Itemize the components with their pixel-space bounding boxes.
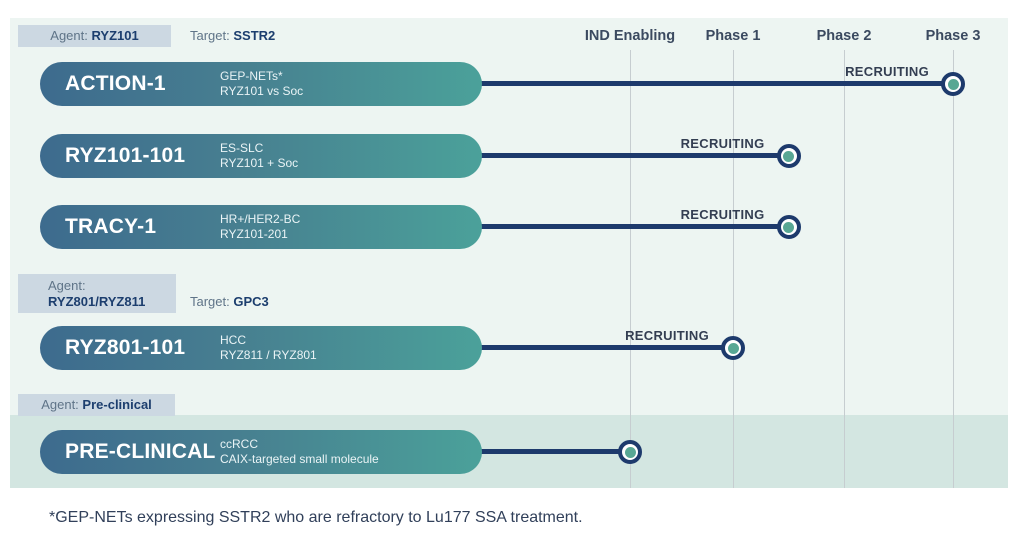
agent-label: Agent:: [41, 397, 79, 412]
gridline-phase-1: [733, 50, 734, 488]
agent-chip-preclinical: Agent: Pre-clinical: [18, 394, 175, 416]
target-label-gpc3: Target: GPC3: [190, 291, 269, 313]
program-name: PRE-CLINICAL: [65, 440, 216, 463]
program-name: ACTION-1: [65, 72, 166, 95]
phase-header-phase-3: Phase 3: [925, 28, 981, 44]
indication: HR+/HER2-BC: [220, 212, 301, 226]
program-pill: RYZ801-101 HCC RYZ811 / RYZ801: [40, 326, 482, 370]
marker-dot: [783, 221, 794, 233]
progress-marker: [941, 72, 965, 96]
agent-label: Agent:: [50, 28, 88, 43]
progress-marker: [721, 336, 745, 360]
gridline-phase-2: [844, 50, 845, 488]
program-detail: RYZ101-201: [220, 227, 288, 241]
program-name: TRACY-1: [65, 215, 157, 238]
target-label: Target:: [190, 294, 230, 309]
gridline-ind-enabling: [630, 50, 631, 488]
indication: ccRCC: [220, 437, 258, 451]
pipeline-row-ryz801-101: RYZ801-101 HCC RYZ811 / RYZ801 RECRUITIN…: [0, 326, 1018, 370]
marker-dot: [727, 342, 739, 354]
program-detail: RYZ811 / RYZ801: [220, 348, 317, 362]
phase-header-phase-1: Phase 1: [705, 28, 761, 44]
progress-marker: [776, 215, 801, 239]
marker-dot: [624, 446, 636, 458]
progress-line: [478, 81, 953, 86]
indication: HCC: [220, 333, 246, 347]
pipeline-row-tracy-1: TRACY-1 HR+/HER2-BC RYZ101-201 RECRUITIN…: [0, 205, 1018, 249]
pipeline-row-action-1: ACTION-1 GEP-NETs* RYZ101 vs Soc RECRUIT…: [0, 62, 1018, 106]
target-label: Target:: [190, 28, 230, 43]
progress-marker: [618, 440, 642, 464]
indication: GEP-NETs*: [220, 69, 283, 83]
gridline-phase-3: [953, 50, 954, 488]
target-label-sstr2: Target: SSTR2: [190, 25, 275, 47]
agent-value: RYZ801/RYZ811: [48, 294, 146, 309]
program-pill: ACTION-1 GEP-NETs* RYZ101 vs Soc: [40, 62, 482, 106]
program-detail: CAIX-targeted small molecule: [220, 452, 379, 466]
progress-marker: [776, 144, 801, 168]
agent-value: RYZ101: [91, 28, 139, 43]
status-label: RECRUITING: [845, 64, 929, 79]
agent-label: Agent:: [48, 278, 86, 293]
pipeline-row-pre-clinical: PRE-CLINICAL ccRCC CAIX-targeted small m…: [0, 430, 1018, 474]
marker-dot: [947, 78, 959, 90]
indication: ES-SLC: [220, 141, 264, 155]
agent-chip-ryz101: Agent: RYZ101: [18, 25, 171, 47]
program-name: RYZ801-101: [65, 336, 186, 359]
program-pill: PRE-CLINICAL ccRCC CAIX-targeted small m…: [40, 430, 482, 474]
program-detail: RYZ101 + Soc: [220, 156, 299, 170]
target-value: GPC3: [233, 294, 269, 309]
progress-line: [478, 224, 789, 229]
target-value: SSTR2: [233, 28, 276, 43]
status-label: RECRUITING: [680, 136, 765, 151]
program-pill: TRACY-1 HR+/HER2-BC RYZ101-201: [40, 205, 482, 249]
phase-header-phase-2: Phase 2: [816, 28, 872, 44]
progress-line: [478, 449, 630, 454]
program-name: RYZ101-101: [65, 144, 186, 167]
status-label: RECRUITING: [680, 207, 765, 222]
pipeline-row-ryz101-101: RYZ101-101 ES-SLC RYZ101 + Soc RECRUITIN…: [0, 134, 1018, 178]
program-detail: RYZ101 vs Soc: [220, 84, 304, 98]
progress-line: [478, 153, 789, 158]
program-pill: RYZ101-101 ES-SLC RYZ101 + Soc: [40, 134, 482, 178]
progress-line: [478, 345, 733, 350]
agent-chip-ryz801-ryz811: Agent:RYZ801/RYZ811: [18, 274, 176, 313]
footnote: *GEP-NETs expressing SSTR2 who are refra…: [49, 509, 583, 526]
agent-value: Pre-clinical: [82, 397, 152, 412]
status-label: RECRUITING: [625, 328, 709, 343]
phase-header-ind-enabling: IND Enabling: [584, 28, 676, 44]
marker-dot: [783, 150, 794, 162]
